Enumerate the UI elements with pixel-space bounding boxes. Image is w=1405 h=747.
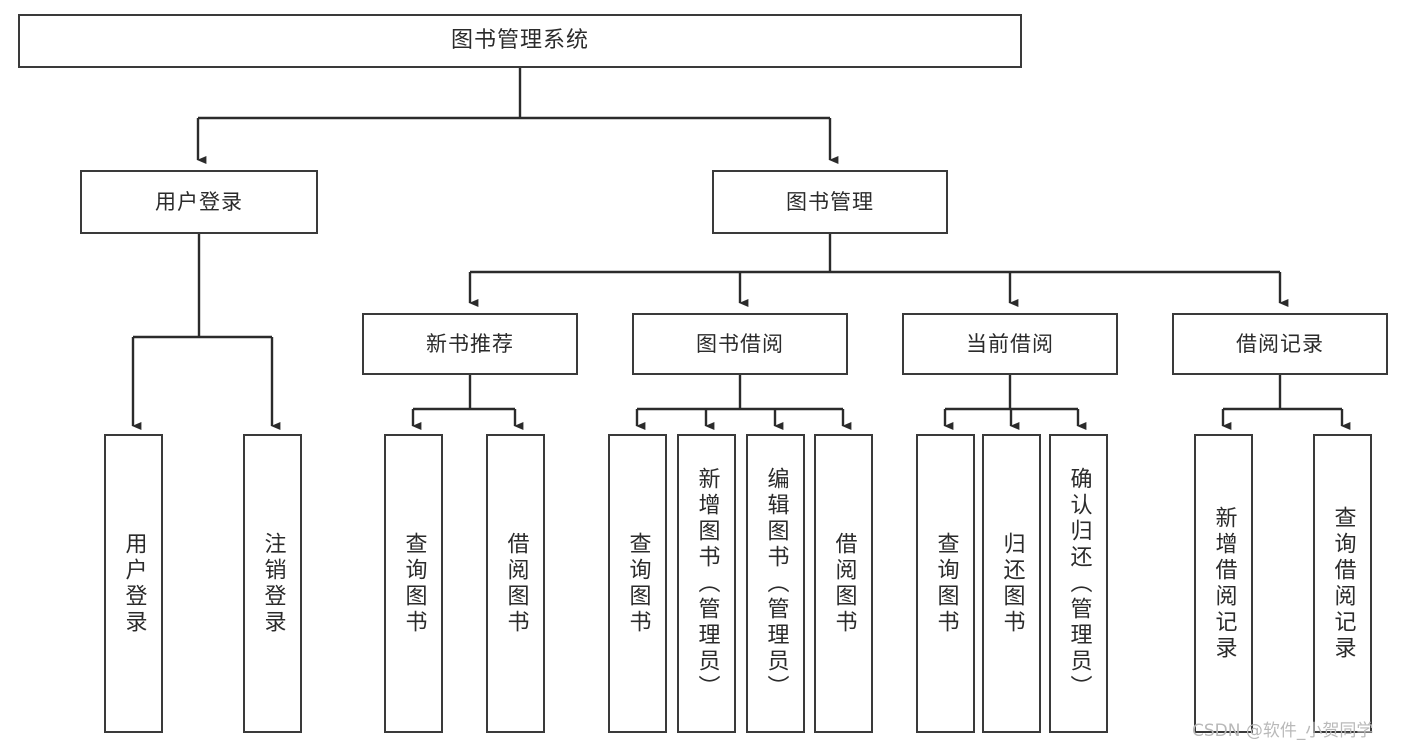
leaf-query-book-borrow[interactable]: 查询图书: [608, 434, 667, 733]
node-label: 借阅图书: [503, 531, 529, 636]
node-label: 用户登录: [155, 189, 243, 214]
node-label: 当前借阅: [966, 331, 1054, 356]
node-new-book-recommend[interactable]: 新书推荐: [362, 313, 578, 375]
node-user-login[interactable]: 用户登录: [80, 170, 318, 234]
leaf-user-login[interactable]: 用户登录: [104, 434, 163, 733]
node-borrow-record[interactable]: 借阅记录: [1172, 313, 1388, 375]
node-label: 借阅图书: [831, 531, 857, 636]
watermark: CSDN @软件_小贺同学: [1192, 721, 1374, 741]
node-label: 查询借阅记录: [1330, 505, 1356, 662]
leaf-add-book-admin[interactable]: 新增图书（管理员）: [677, 434, 736, 733]
node-label: 借阅记录: [1236, 331, 1324, 356]
leaf-return-book[interactable]: 归还图书: [982, 434, 1041, 733]
node-label: 归还图书: [999, 531, 1025, 636]
leaf-borrow-book[interactable]: 借阅图书: [814, 434, 873, 733]
node-label: 图书管理系统: [450, 28, 589, 54]
node-label: 确认归还（管理员）: [1066, 466, 1092, 701]
leaf-query-book-current[interactable]: 查询图书: [916, 434, 975, 733]
node-label: 查询图书: [401, 531, 427, 636]
node-book-management[interactable]: 图书管理: [712, 170, 948, 234]
node-label: 图书管理: [786, 189, 874, 214]
node-label: 查询图书: [625, 531, 651, 636]
node-label: 新书推荐: [426, 331, 514, 356]
leaf-confirm-return-admin[interactable]: 确认归还（管理员）: [1049, 434, 1108, 733]
node-current-borrow[interactable]: 当前借阅: [902, 313, 1118, 375]
leaf-add-borrow-record[interactable]: 新增借阅记录: [1194, 434, 1253, 733]
node-label: 注销登录: [260, 531, 286, 636]
leaf-query-book-recommend[interactable]: 查询图书: [384, 434, 443, 733]
node-label: 新增图书（管理员）: [694, 466, 720, 701]
node-root-book-management-system[interactable]: 图书管理系统: [18, 14, 1022, 68]
node-label: 用户登录: [121, 531, 147, 636]
node-label: 查询图书: [933, 531, 959, 636]
leaf-logout-login[interactable]: 注销登录: [243, 434, 302, 733]
node-label: 新增借阅记录: [1211, 505, 1237, 662]
leaf-edit-book-admin[interactable]: 编辑图书（管理员）: [746, 434, 805, 733]
node-label: 编辑图书（管理员）: [763, 466, 789, 701]
leaf-query-borrow-record[interactable]: 查询借阅记录: [1313, 434, 1372, 733]
node-book-borrow[interactable]: 图书借阅: [632, 313, 848, 375]
leaf-borrow-book-recommend[interactable]: 借阅图书: [486, 434, 545, 733]
node-label: 图书借阅: [696, 331, 784, 356]
